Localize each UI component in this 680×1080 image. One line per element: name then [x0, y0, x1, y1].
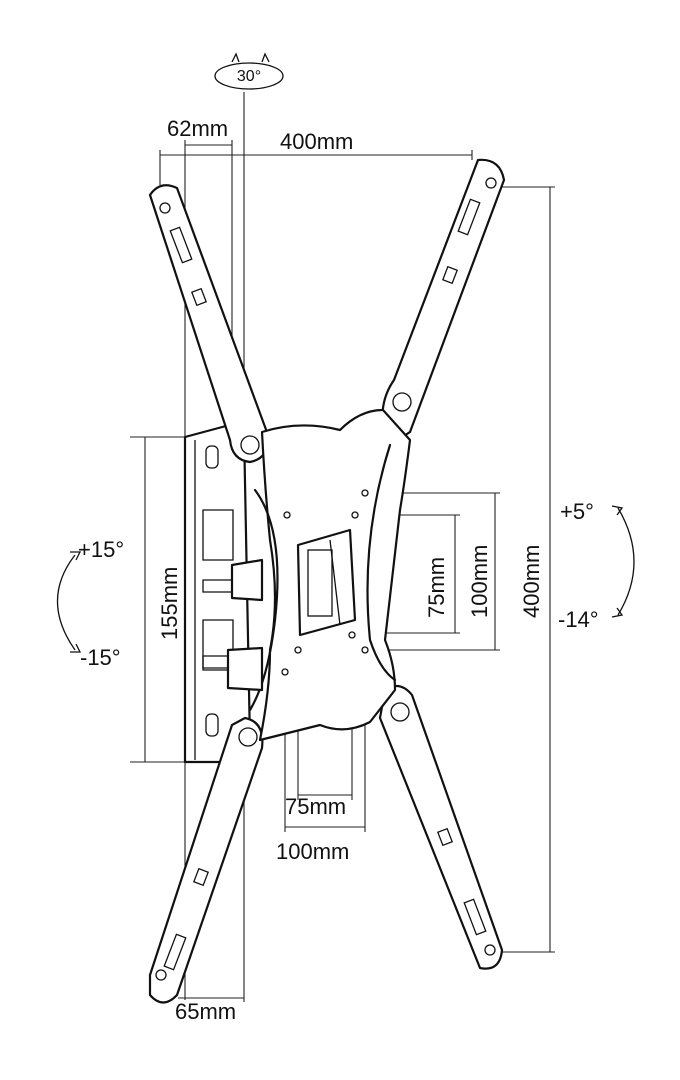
dim-inner-100v-label: 100mm [467, 545, 492, 618]
dim-top-offset-label: 62mm [167, 116, 228, 141]
tilt-down-label: -14° [558, 607, 599, 632]
rotation-label: 30° [237, 68, 261, 85]
dim-right-height-label: 400mm [519, 545, 544, 618]
swivel-down-label: -15° [80, 645, 121, 670]
dim-inner-75v-label: 75mm [424, 557, 449, 618]
mount-arms [148, 158, 506, 1004]
swivel-up-label: +15° [78, 537, 124, 562]
rotation-arrows [56, 52, 635, 653]
dim-inner-100h-label: 100mm [276, 839, 349, 864]
dim-inner-75h-label: 75mm [285, 794, 346, 819]
tilt-up-label: +5° [560, 499, 594, 524]
dim-top-width-label: 400mm [280, 129, 353, 154]
vesa-plate [226, 408, 412, 742]
dim-bottom-offset-label: 65mm [175, 999, 236, 1024]
dim-wallplate-label: 155mm [157, 567, 182, 640]
dimension-labels: 30° 62mm 400mm 65mm 75mm 100mm +15° -15°… [78, 68, 599, 1024]
